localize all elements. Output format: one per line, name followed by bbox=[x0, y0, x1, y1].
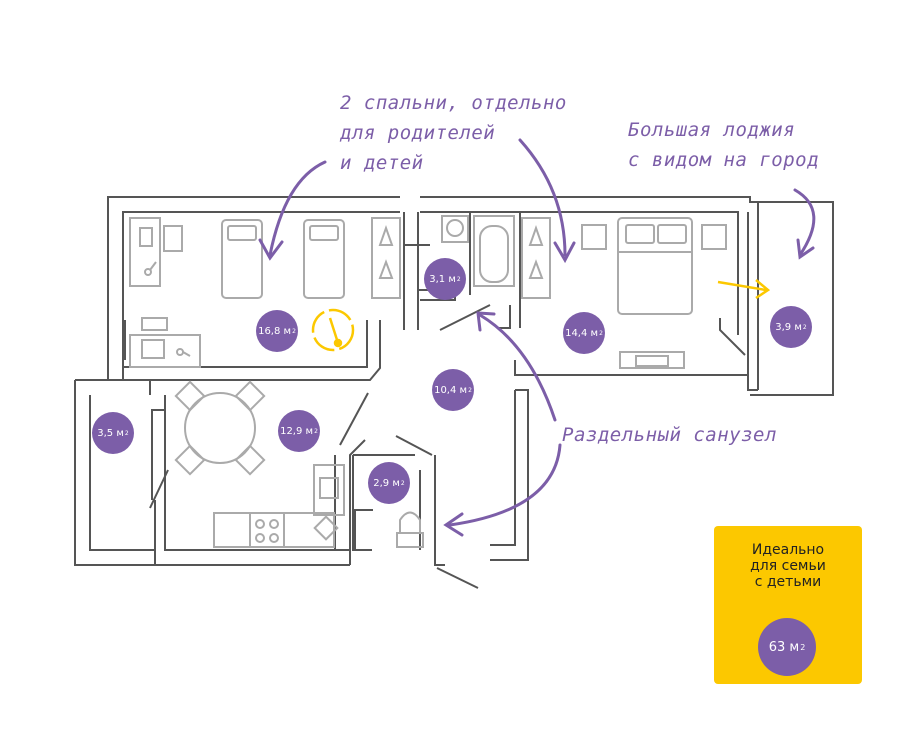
area-value: 10,4 bbox=[434, 384, 457, 396]
area-exp: 2 bbox=[468, 386, 472, 394]
dresser-icon bbox=[619, 351, 685, 369]
area-unit: м bbox=[116, 427, 124, 439]
area-unit: м bbox=[305, 425, 314, 437]
area-value: 16,8 bbox=[258, 325, 281, 337]
area-unit: м bbox=[392, 477, 400, 489]
area-exp: 2 bbox=[599, 329, 603, 337]
arrow-icon bbox=[793, 188, 816, 257]
annotation-line: для родителей bbox=[340, 122, 496, 144]
annotation-bedrooms: 2 спальни, отдельно для родителей и дете… bbox=[340, 88, 567, 178]
arrow-icon bbox=[268, 160, 327, 257]
area-value: 14,4 bbox=[565, 327, 588, 339]
yellow-accents bbox=[311, 279, 771, 352]
wardrobe-icon bbox=[371, 217, 401, 299]
desk-icon bbox=[129, 334, 201, 368]
area-value: 3,1 bbox=[429, 273, 446, 285]
promo-line: для семьи bbox=[750, 558, 826, 574]
annotation-bathroom: Раздельный санузел bbox=[562, 424, 777, 446]
area-exp: 2 bbox=[456, 275, 461, 283]
promo-text: Идеально для семьи с детьми bbox=[714, 542, 862, 590]
area-exp: 2 bbox=[314, 427, 318, 435]
furniture bbox=[129, 215, 727, 548]
sink-icon bbox=[441, 215, 469, 243]
promo-line: Идеально bbox=[751, 542, 825, 558]
annotation-line: и детей bbox=[340, 152, 424, 174]
bed-icon bbox=[303, 219, 345, 299]
desk-icon bbox=[129, 217, 161, 287]
annotation-line: Большая лоджия bbox=[628, 119, 796, 141]
annotation-line: с видом на город bbox=[628, 149, 820, 171]
toilet-icon bbox=[396, 532, 424, 548]
area-value: 3,9 bbox=[775, 321, 792, 333]
area-unit: м bbox=[459, 384, 468, 396]
doors bbox=[149, 304, 491, 589]
wardrobe-icon bbox=[521, 217, 551, 299]
dining-table-icon bbox=[184, 392, 256, 464]
total-area-value: 63 м bbox=[768, 639, 800, 655]
walls bbox=[74, 196, 834, 566]
area-exp: 2 bbox=[802, 323, 807, 331]
area-value: 12,9 bbox=[280, 425, 303, 437]
bed-icon bbox=[221, 219, 263, 299]
area-value: 3,5 bbox=[97, 427, 114, 439]
arrow-icon bbox=[717, 280, 767, 292]
area-exp: 2 bbox=[292, 327, 296, 335]
area-unit: м bbox=[448, 273, 456, 285]
arrow-icon bbox=[448, 443, 562, 527]
annotation-loggia: Большая лоджия с видом на город bbox=[628, 115, 819, 175]
area-exp: 2 bbox=[124, 429, 129, 437]
area-value: 2,9 bbox=[373, 477, 390, 489]
area-exp: 2 bbox=[400, 479, 405, 487]
annotation-line: 2 спальни, отдельно bbox=[340, 92, 567, 114]
bed-icon bbox=[617, 217, 693, 315]
area-unit: м bbox=[794, 321, 802, 333]
area-unit: м bbox=[590, 327, 599, 339]
annotation-arrows bbox=[258, 138, 816, 537]
compass-icon bbox=[311, 308, 355, 352]
total-area-exp: 2 bbox=[800, 642, 806, 652]
area-unit: м bbox=[283, 325, 292, 337]
arrow-icon bbox=[478, 313, 557, 422]
promo-line: с детьми bbox=[754, 574, 822, 590]
arrow-icon bbox=[518, 138, 567, 257]
bathtub-icon bbox=[473, 215, 515, 287]
